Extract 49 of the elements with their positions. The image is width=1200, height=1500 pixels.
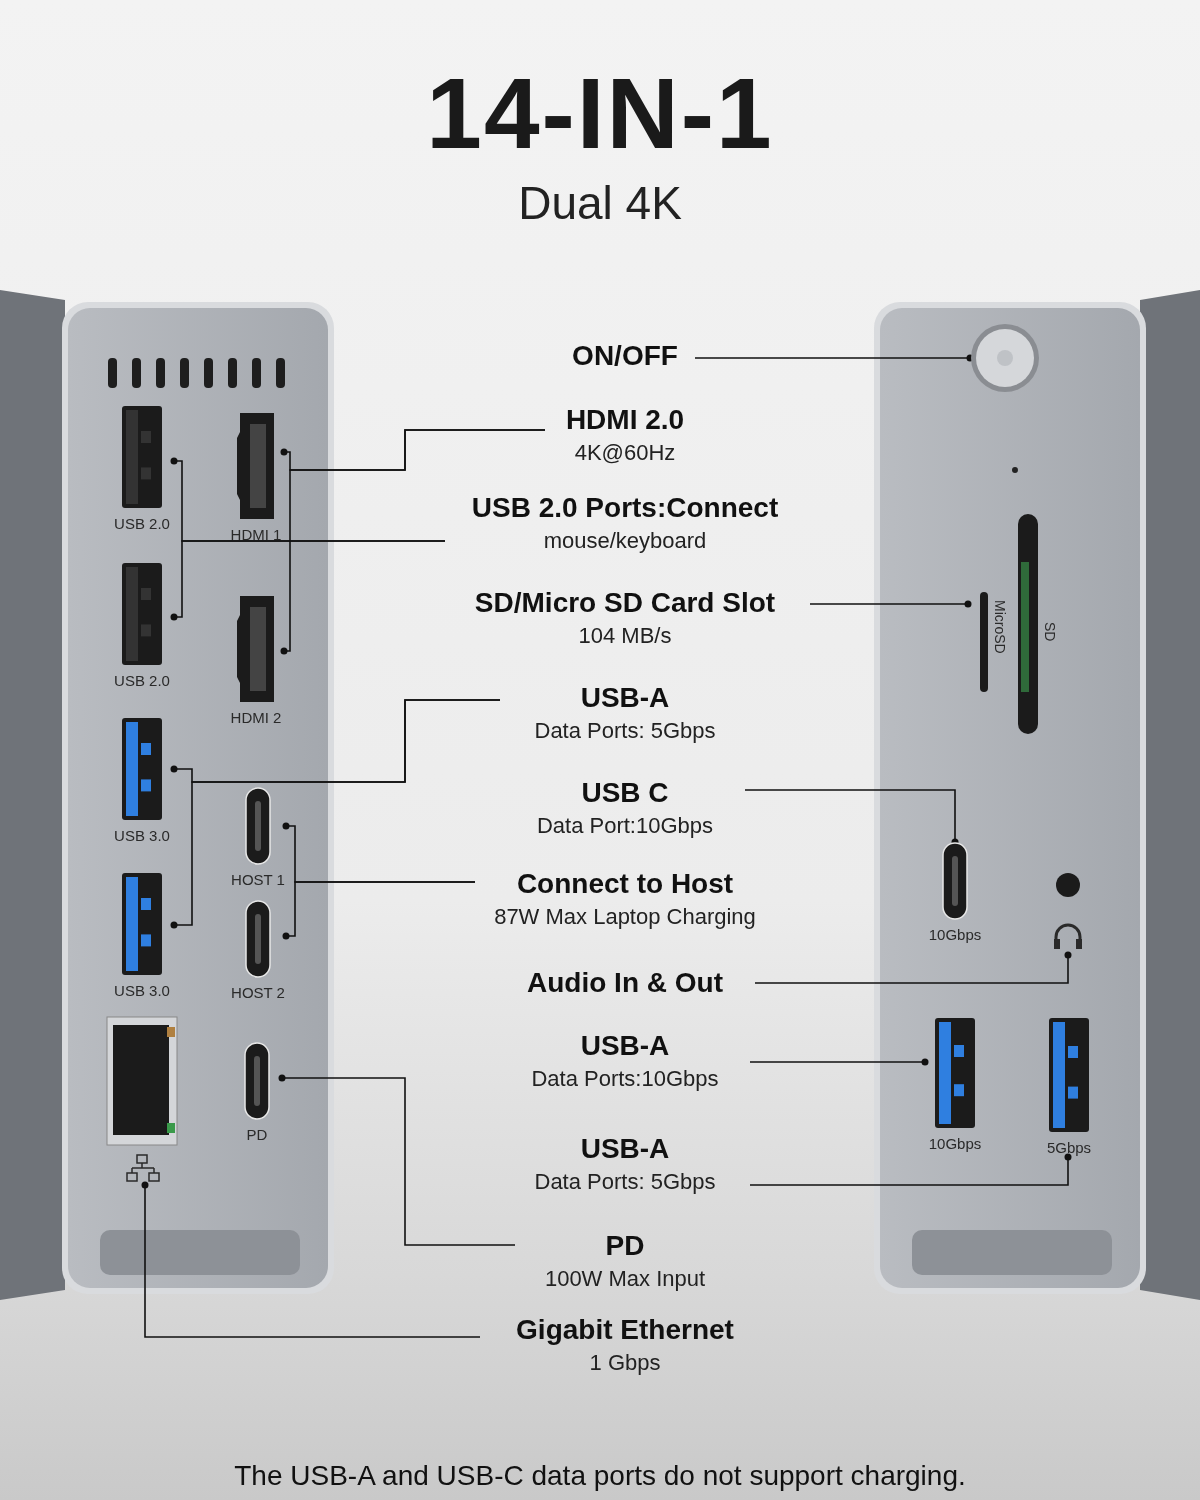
port-label: HOST 2 xyxy=(230,984,286,1002)
port-label: HDMI 2 xyxy=(229,709,283,727)
callout-heading: Audio In & Out xyxy=(526,966,724,1000)
callout-heading: USB 2.0 Ports:Connect xyxy=(470,491,780,525)
callout-heading: SD/Micro SD Card Slot xyxy=(473,586,777,620)
leader-line xyxy=(754,951,1072,984)
callout-detail: 4K@60Hz xyxy=(573,439,677,467)
callout-heading: PD xyxy=(604,1229,646,1263)
caption: The USB-A and USB-C data ports do not support charging. xyxy=(233,1459,967,1493)
title: 14-IN-1 xyxy=(425,58,775,168)
port-label: 10Gbps xyxy=(927,926,983,944)
callout-heading: USB-A xyxy=(579,681,671,715)
callout-detail: 1 Gbps xyxy=(588,1349,662,1377)
callout-detail: mouse/keyboard xyxy=(542,527,708,555)
port-label: USB 2.0 xyxy=(113,515,171,533)
leader-line xyxy=(749,1058,929,1066)
port-label: SD xyxy=(1042,622,1058,642)
port-label: USB 3.0 xyxy=(113,982,171,1000)
port-label: USB 3.0 xyxy=(113,827,171,845)
callout-heading: HDMI 2.0 xyxy=(564,403,686,437)
subtitle: Dual 4K xyxy=(517,176,683,231)
leader-line xyxy=(278,1074,516,1246)
port-label: HOST 1 xyxy=(230,871,286,889)
callout-detail: 104 MB/s xyxy=(577,622,673,650)
callout-detail: 87W Max Laptop Charging xyxy=(493,903,757,931)
leader-line xyxy=(170,540,446,621)
leader-line xyxy=(141,1181,481,1338)
port-label: 5Gbps xyxy=(1045,1139,1093,1157)
callout-detail: Data Ports:10Gbps xyxy=(530,1065,720,1093)
callout-detail: Data Ports: 5Gbps xyxy=(533,717,717,745)
leader-line xyxy=(749,1153,1072,1186)
callout-detail: Data Ports: 5Gbps xyxy=(533,1168,717,1196)
callout-detail: 100W Max Input xyxy=(543,1265,707,1293)
callout-heading: USB-A xyxy=(579,1029,671,1063)
leader-line xyxy=(282,881,476,940)
port-label: PD xyxy=(245,1126,269,1144)
leader-line xyxy=(170,699,501,929)
callout-heading: Connect to Host xyxy=(515,867,735,901)
port-label: HDMI 1 xyxy=(229,526,283,544)
leader-line xyxy=(809,600,972,608)
port-label: 10Gbps xyxy=(927,1135,983,1153)
callout-heading: ON/OFF xyxy=(571,339,679,373)
callout-heading: USB-A xyxy=(579,1132,671,1166)
port-label: USB 2.0 xyxy=(113,672,171,690)
leader-line xyxy=(280,429,546,655)
callout-heading: Gigabit Ethernet xyxy=(515,1313,735,1347)
callout-detail: Data Port:10Gbps xyxy=(535,812,715,840)
port-label: MicroSD xyxy=(992,600,1008,654)
callout-heading: USB C xyxy=(580,776,670,810)
